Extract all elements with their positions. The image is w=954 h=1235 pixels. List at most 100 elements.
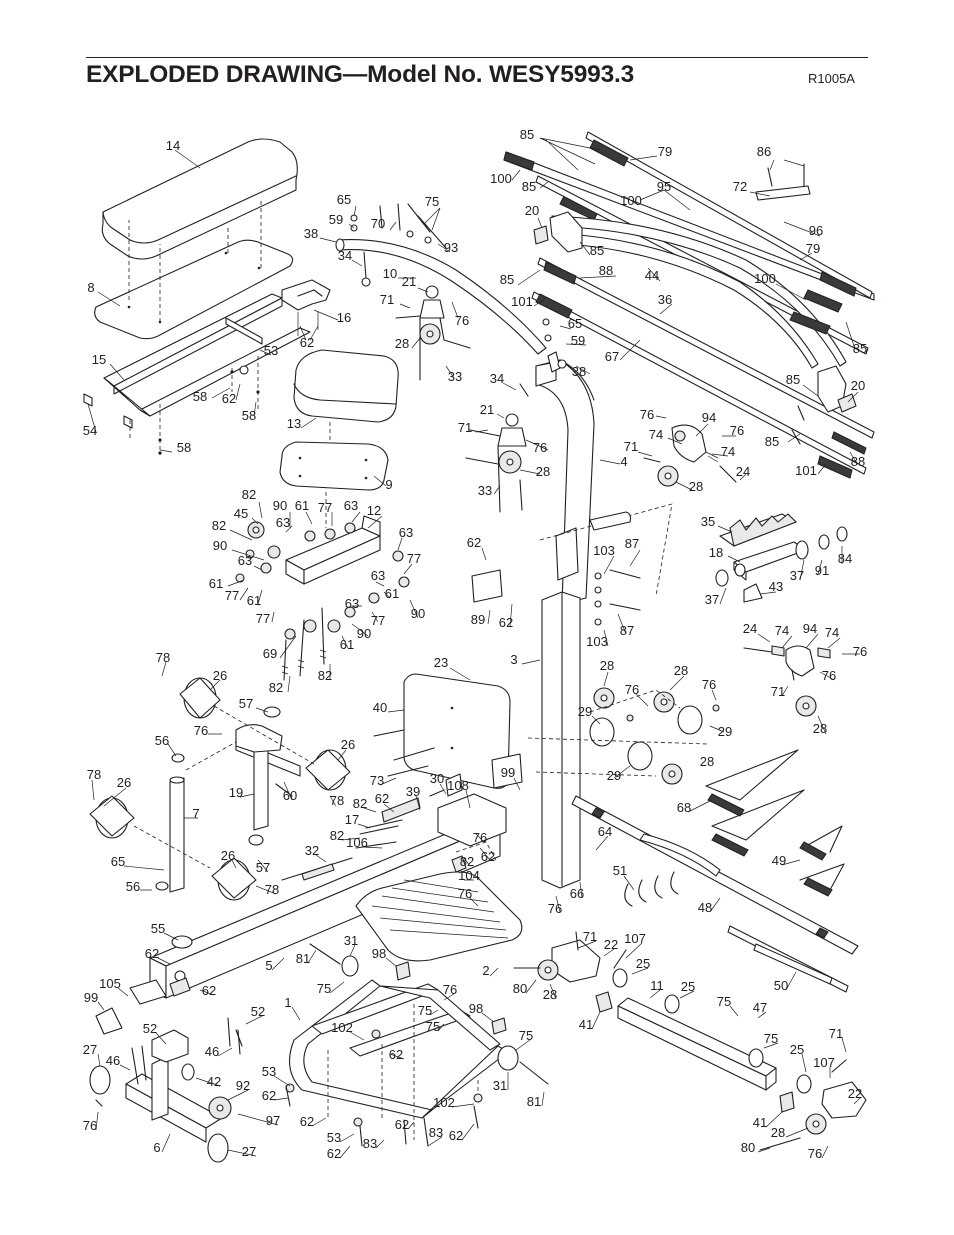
part-label: 65 [111, 854, 125, 869]
part-label: 71 [771, 684, 785, 699]
part-label: 82 [212, 518, 226, 533]
part-label: 83 [429, 1125, 443, 1140]
part-label: 76 [822, 668, 836, 683]
header-rule [86, 57, 868, 58]
part-label: 20 [851, 378, 865, 393]
part-label: 61 [247, 593, 261, 608]
part-label: 101 [795, 463, 817, 478]
part-label: 97 [266, 1113, 280, 1128]
part-label: 102 [433, 1095, 455, 1110]
page-title: EXPLODED DRAWING—Model No. WESY5993.3 [86, 61, 635, 88]
part-label: 71 [380, 292, 394, 307]
part-label: 28 [689, 479, 703, 494]
part-label: 82 [242, 487, 256, 502]
seat-frame [83, 293, 311, 429]
part-label: 75 [426, 1019, 440, 1034]
part-label: 31 [344, 933, 358, 948]
part-label: 38 [304, 226, 318, 241]
part-label: 88 [851, 454, 865, 469]
part-label: 76 [473, 830, 487, 845]
part-label: 54 [83, 423, 97, 438]
part-label: 99 [501, 765, 515, 780]
part-label: 53 [327, 1130, 341, 1145]
front-stabilizer [125, 1029, 223, 1143]
part-label: 17 [345, 812, 359, 827]
part-label: 76 [83, 1118, 97, 1133]
part-label: 62 [481, 849, 495, 864]
part-label: 60 [283, 788, 297, 803]
part-label: 74 [775, 623, 789, 638]
seat-board [94, 239, 294, 340]
part-label: 34 [490, 371, 504, 386]
part-label: 23 [434, 655, 448, 670]
part-label: 28 [395, 336, 409, 351]
part-label: 88 [599, 263, 613, 278]
part-label: 103 [593, 543, 615, 558]
part-label: 84 [838, 551, 852, 566]
part-label: 9 [385, 477, 392, 492]
part-label: 14 [166, 138, 180, 153]
part-label: 13 [287, 416, 301, 431]
part-label: 28 [700, 754, 714, 769]
part-label: 77 [318, 500, 332, 515]
part-label: 76 [730, 423, 744, 438]
part-label: 81 [296, 951, 310, 966]
part-label: 24 [743, 621, 757, 636]
part-label: 90 [411, 606, 425, 621]
part-label: 44 [645, 268, 659, 283]
part-label: 4 [620, 454, 627, 469]
part-label: 8 [87, 280, 94, 295]
part-label: 86 [757, 144, 771, 159]
part-label: 1 [284, 995, 291, 1010]
part-label: 78 [156, 650, 170, 665]
part-label: 28 [771, 1125, 785, 1140]
part-label: 76 [853, 644, 867, 659]
part-label: 27 [83, 1042, 97, 1057]
part-label: 76 [533, 440, 547, 455]
part-label: 41 [579, 1017, 593, 1032]
part-label: 62 [467, 535, 481, 550]
seat-carriage [285, 515, 381, 585]
part-label: 82 [318, 668, 332, 683]
part-label: 79 [806, 241, 820, 256]
part-label: 74 [721, 444, 735, 459]
part-label: 61 [209, 576, 223, 591]
part-label: 19 [229, 785, 243, 800]
part-label: 20 [525, 203, 539, 218]
part-label: 100 [754, 271, 776, 286]
part-label: 28 [600, 658, 614, 673]
part-label: 46 [205, 1044, 219, 1059]
part-label: 108 [447, 778, 469, 793]
part-label: 62 [300, 1114, 314, 1129]
part-label: 6 [153, 1140, 160, 1155]
part-label: 65 [337, 192, 351, 207]
part-label: 94 [803, 621, 817, 636]
part-label: 70 [371, 216, 385, 231]
part-label: 12 [367, 503, 381, 518]
part-label: 37 [705, 592, 719, 607]
part-label: 100 [620, 193, 642, 208]
part-label: 62 [300, 335, 314, 350]
part-label: 50 [774, 978, 788, 993]
part-label: 55 [151, 921, 165, 936]
part-label: 95 [657, 179, 671, 194]
main-rail [149, 817, 501, 999]
part-label: 16 [337, 310, 351, 325]
rear-stabilizer [617, 997, 777, 1091]
part-label: 47 [753, 1000, 767, 1015]
part-label: 104 [458, 868, 480, 883]
part-label: 77 [407, 551, 421, 566]
part-label: 48 [698, 900, 712, 915]
part-label: 26 [117, 775, 131, 790]
part-label: 18 [709, 545, 723, 560]
part-label: 107 [624, 931, 646, 946]
part-label: 80 [513, 981, 527, 996]
part-label: 74 [825, 625, 839, 640]
part-label: 78 [265, 882, 279, 897]
part-label: 76 [625, 682, 639, 697]
part-label: 5 [265, 958, 272, 973]
seat-pad [293, 349, 399, 423]
part-label: 90 [213, 538, 227, 553]
part-label: 62 [395, 1117, 409, 1132]
